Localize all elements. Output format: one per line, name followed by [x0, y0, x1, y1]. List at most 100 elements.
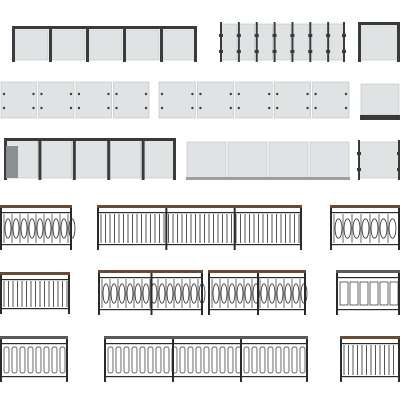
- ornament: [370, 218, 379, 239]
- ornament: [334, 218, 343, 239]
- post: [398, 273, 400, 315]
- baluster: [291, 346, 298, 374]
- glass-railing-frameless: [186, 141, 350, 180]
- glass-panel: [123, 29, 160, 61]
- glass-panel: [220, 23, 238, 61]
- iron-railing-scroll-panel: [0, 205, 76, 250]
- base-shoe: [186, 177, 350, 180]
- clamp: [254, 34, 259, 37]
- handrail: [208, 270, 306, 273]
- standoff: [69, 92, 73, 96]
- post: [72, 138, 76, 180]
- standoff: [199, 106, 202, 110]
- standoff: [77, 106, 81, 110]
- glass-panel: [309, 141, 350, 179]
- baluster: [107, 346, 114, 374]
- standoff: [32, 92, 35, 96]
- baluster: [243, 346, 250, 374]
- post: [358, 140, 360, 180]
- baluster: [139, 346, 146, 374]
- glass-panel: [312, 81, 350, 119]
- post: [398, 208, 400, 250]
- post: [309, 22, 312, 62]
- top-rail: [336, 277, 400, 279]
- baluster: [155, 346, 162, 374]
- post: [123, 26, 126, 62]
- post: [273, 22, 276, 62]
- top-rail: [97, 212, 302, 214]
- post: [255, 22, 258, 62]
- grid-cell: [379, 281, 389, 306]
- clamp: [342, 34, 346, 37]
- baluster: [203, 346, 210, 374]
- glass-panel: [142, 139, 176, 179]
- ornament: [12, 218, 20, 239]
- clamp: [397, 168, 400, 171]
- standoff: [229, 106, 232, 110]
- glass-panel: [273, 81, 311, 119]
- iron-railing-grid-panel: [336, 270, 400, 315]
- glass-panel: [309, 23, 327, 61]
- ornament: [110, 283, 118, 304]
- ornament: [68, 218, 76, 239]
- baluster: [195, 346, 202, 374]
- standoff: [314, 106, 317, 110]
- glass-panel: [227, 141, 268, 179]
- post: [107, 138, 111, 180]
- clamp: [219, 34, 223, 37]
- bottom-rail: [330, 244, 400, 246]
- standoff: [314, 92, 317, 96]
- post: [97, 208, 99, 250]
- top-rail: [340, 343, 400, 345]
- clamp: [397, 152, 400, 155]
- iron-railing-vertical-bars: [97, 205, 302, 250]
- baluster: [211, 346, 218, 374]
- ornament: [343, 218, 352, 239]
- handrail: [330, 205, 400, 208]
- handrail: [97, 205, 302, 208]
- baluster: [3, 346, 10, 374]
- standoff: [276, 92, 279, 96]
- ornament: [182, 283, 190, 304]
- post: [0, 208, 2, 250]
- baluster: [19, 346, 26, 374]
- clamp: [290, 50, 295, 53]
- post: [398, 339, 400, 382]
- handrail: [104, 336, 308, 339]
- glass-railing-handrail-posts: [12, 26, 197, 62]
- post: [397, 22, 400, 62]
- baluster: [35, 346, 42, 374]
- glass-railing-clip-small: [357, 140, 400, 180]
- post: [0, 339, 2, 382]
- standoff: [344, 92, 348, 96]
- ornament: [228, 283, 236, 304]
- ornament: [212, 283, 220, 304]
- ornament: [300, 283, 308, 304]
- standoff: [115, 106, 118, 110]
- post: [208, 273, 210, 315]
- clamp: [236, 50, 241, 53]
- standoff: [2, 92, 6, 96]
- handrail: [336, 270, 400, 273]
- standoff: [144, 92, 148, 96]
- ornament: [276, 283, 284, 304]
- glass-panel: [73, 139, 107, 179]
- post: [66, 339, 68, 382]
- handrail: [0, 336, 68, 339]
- post: [358, 22, 361, 62]
- standoff: [306, 92, 309, 96]
- glass-railing-clamped-panels: [219, 22, 346, 62]
- ornament: [260, 283, 268, 304]
- standoff: [237, 92, 240, 96]
- standoff: [191, 106, 194, 110]
- post: [306, 339, 308, 382]
- grid-cell: [339, 281, 349, 306]
- iron-railing-ornate-medallion: [98, 270, 206, 315]
- top-rail: [104, 343, 308, 345]
- top-rail: [0, 343, 68, 345]
- baluster: [27, 346, 34, 374]
- glass-panel: [158, 81, 196, 119]
- glass-railing-base-channel: [360, 83, 400, 120]
- bottom-rail: [0, 308, 70, 310]
